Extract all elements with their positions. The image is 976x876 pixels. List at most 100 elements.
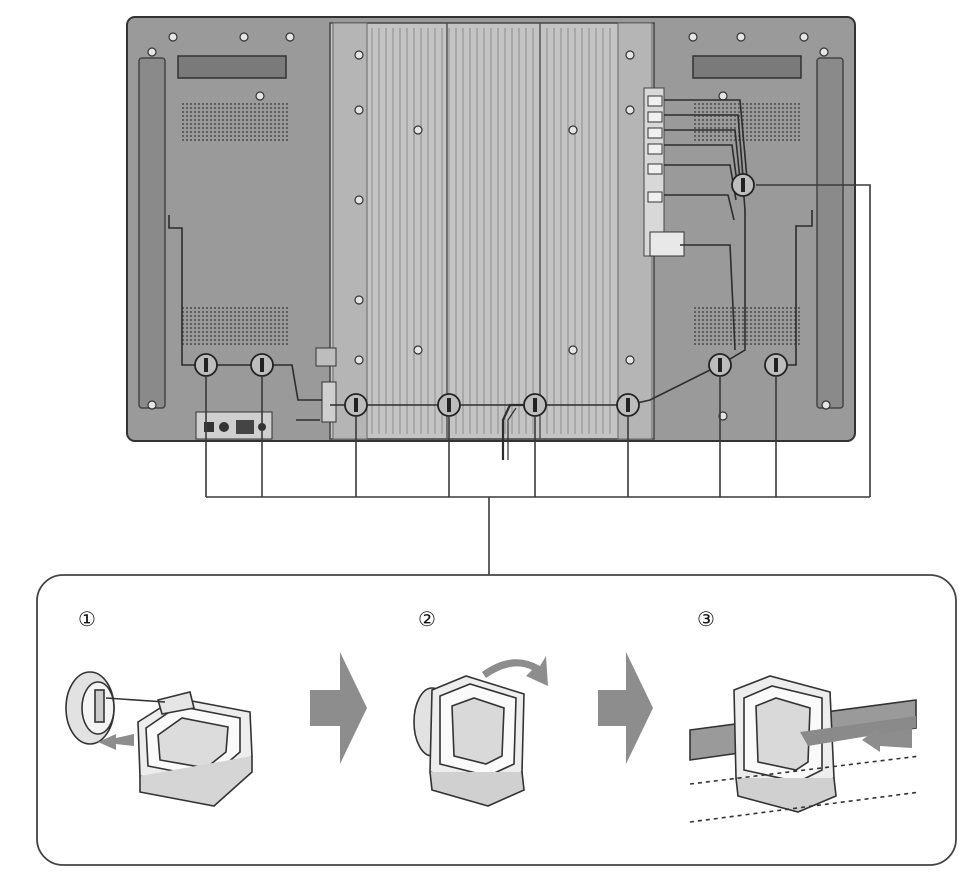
vent-hole	[270, 103, 272, 105]
vent-hole	[722, 103, 724, 105]
vent-hole	[782, 323, 784, 325]
vent-hole	[222, 115, 224, 117]
vent-hole	[798, 107, 800, 109]
vent-hole	[798, 315, 800, 317]
vent-hole	[214, 339, 216, 341]
vent-hole	[726, 339, 728, 341]
vent-hole	[742, 319, 744, 321]
vent-hole	[774, 335, 776, 337]
vent-hole	[242, 127, 244, 129]
vent-hole	[738, 339, 740, 341]
vent-hole	[726, 319, 728, 321]
vent-hole	[190, 339, 192, 341]
vent-hole	[286, 111, 288, 113]
vent-hole	[262, 335, 264, 337]
vent-hole	[274, 123, 276, 125]
vent-hole	[230, 343, 232, 345]
vent-hole	[250, 131, 252, 133]
vent-hole	[710, 123, 712, 125]
vent-hole	[230, 327, 232, 329]
vent-hole	[246, 139, 248, 141]
vent-hole	[754, 103, 756, 105]
vent-hole	[222, 307, 224, 309]
vent-hole	[786, 103, 788, 105]
vent-hole	[270, 119, 272, 121]
vent-hole	[798, 135, 800, 137]
vent-hole	[190, 131, 192, 133]
vent-hole	[238, 127, 240, 129]
vent-hole	[750, 103, 752, 105]
vent-hole	[778, 311, 780, 313]
vent-hole	[790, 339, 792, 341]
vent-hole	[198, 335, 200, 337]
vent-hole	[754, 115, 756, 117]
connector-port	[647, 95, 663, 107]
vent-hole	[242, 307, 244, 309]
vent-hole	[214, 135, 216, 137]
vent-hole	[186, 123, 188, 125]
vent-hole	[218, 319, 220, 321]
vent-hole	[794, 107, 796, 109]
vent-hole	[270, 327, 272, 329]
vent-hole	[282, 139, 284, 141]
vent-hole	[182, 135, 184, 137]
vent-hole	[186, 111, 188, 113]
vent-hole	[270, 127, 272, 129]
vent-hole	[190, 343, 192, 345]
vent-hole	[194, 135, 196, 137]
vent-hole	[218, 307, 220, 309]
vent-hole	[750, 343, 752, 345]
vent-hole	[238, 319, 240, 321]
vent-hole	[214, 107, 216, 109]
vent-hole	[278, 123, 280, 125]
vent-hole	[282, 119, 284, 121]
vent-hole	[726, 131, 728, 133]
vent-hole	[278, 315, 280, 317]
vent-hole	[762, 111, 764, 113]
vent-hole	[282, 311, 284, 313]
vent-hole	[270, 123, 272, 125]
vent-hole	[202, 311, 204, 313]
vent-hole	[714, 135, 716, 137]
screw	[718, 411, 728, 421]
vent-hole	[258, 339, 260, 341]
vent-hole	[746, 127, 748, 129]
vent-hole	[234, 131, 236, 133]
vent-hole	[250, 311, 252, 313]
vent-hole	[282, 343, 284, 345]
vent-hole	[278, 319, 280, 321]
vent-hole	[274, 103, 276, 105]
vent-hole	[710, 315, 712, 317]
vent-hole	[206, 111, 208, 113]
left-connector-stack	[315, 347, 337, 423]
vent-hole	[694, 123, 696, 125]
vent-hole	[198, 135, 200, 137]
vent-hole	[274, 139, 276, 141]
vent-hole	[790, 111, 792, 113]
vent-hole	[274, 107, 276, 109]
cables	[168, 99, 813, 460]
vent-hole	[762, 319, 764, 321]
vent-hole	[694, 319, 696, 321]
vent-hole	[702, 307, 704, 309]
vent-hole	[746, 315, 748, 317]
vent-hole	[714, 311, 716, 313]
vent-hole	[738, 115, 740, 117]
vent-hole	[242, 139, 244, 141]
vent-hole	[790, 319, 792, 321]
vent-hole	[794, 335, 796, 337]
vent-hole	[734, 119, 736, 121]
vent-hole	[754, 331, 756, 333]
vent-hole	[694, 307, 696, 309]
vent-hole	[714, 131, 716, 133]
vent-hole	[182, 307, 184, 309]
vent-hole	[262, 119, 264, 121]
vent-hole	[230, 315, 232, 317]
clamp-icon	[774, 358, 778, 372]
vent-hole	[718, 111, 720, 113]
vent-hole	[694, 339, 696, 341]
vent-hole	[226, 335, 228, 337]
vent-hole	[766, 339, 768, 341]
vent-hole	[266, 131, 268, 133]
